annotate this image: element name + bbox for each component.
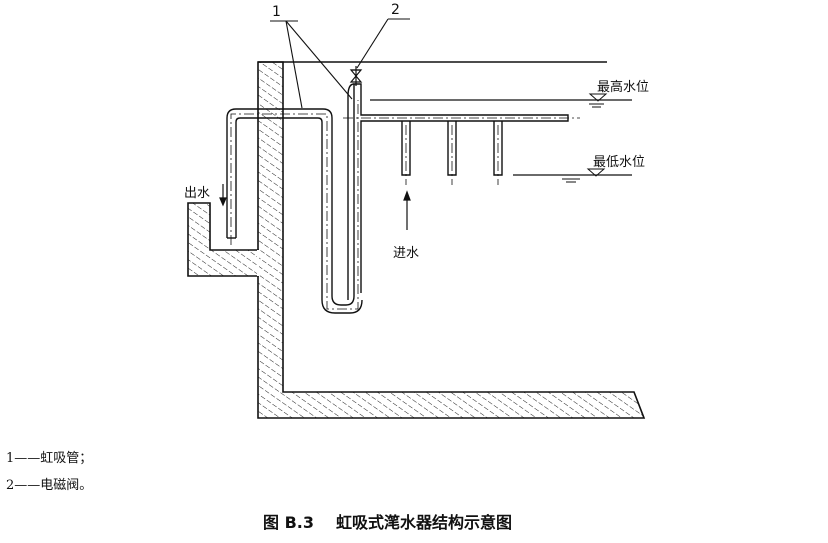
- siphon-pipe: [226, 83, 569, 314]
- max-level-triangle: [588, 93, 608, 102]
- outlet-channel: [187, 202, 259, 277]
- callout-1-label: 1: [272, 4, 281, 20]
- inlet-arrow-icon: [403, 190, 411, 230]
- pipe-centerlines: [230, 100, 580, 310]
- inlet-label: 进水: [393, 246, 420, 261]
- figure-number: 图 B.3: [263, 513, 314, 532]
- callout-leaders: [270, 18, 410, 109]
- legend-item-solenoid-valve: 2——电磁阀。: [6, 478, 93, 493]
- min-level-triangle: [586, 168, 606, 177]
- legend-item-siphon-pipe: 1——虹吸管；: [6, 451, 93, 466]
- min-water-level-label: 最低水位: [593, 155, 646, 170]
- callout-2-label: 2: [391, 2, 400, 18]
- outlet-arrow-icon: [219, 184, 227, 207]
- figure-title: 虹吸式滗水器结构示意图: [335, 513, 512, 532]
- figure-caption: 图 B.3 虹吸式滗水器结构示意图: [263, 509, 512, 533]
- solenoid-valve-icon: [349, 66, 363, 86]
- max-water-level-label: 最高水位: [597, 80, 650, 95]
- outlet-label: 出水: [184, 186, 211, 201]
